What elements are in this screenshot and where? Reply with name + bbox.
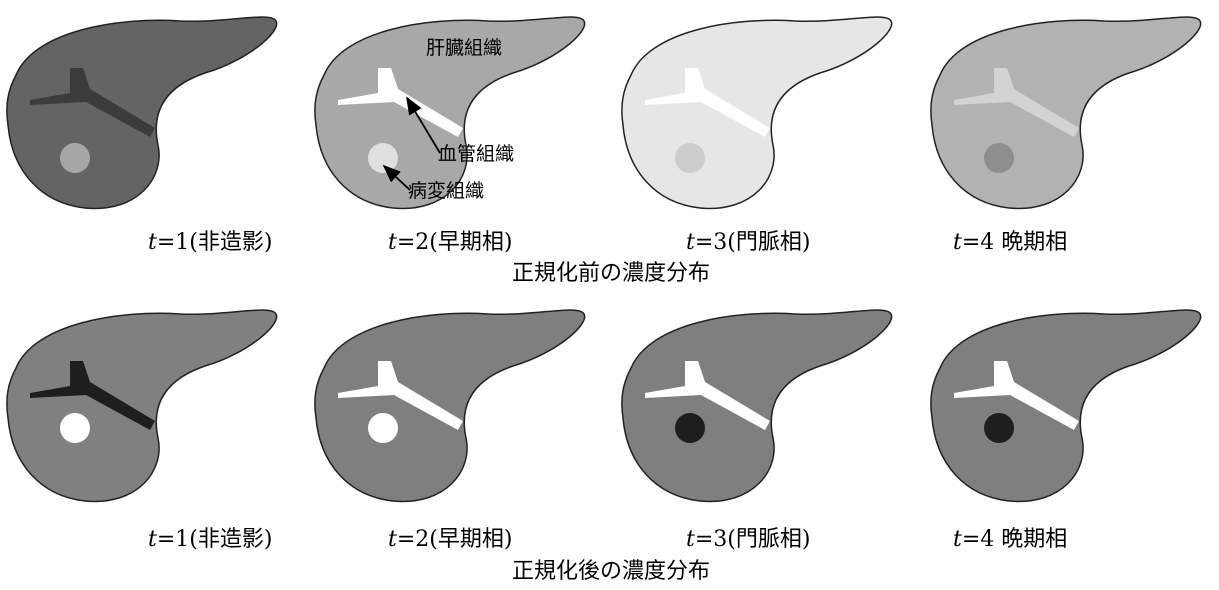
liver-panel-r2-2 <box>308 298 608 513</box>
liver-shape <box>315 310 585 501</box>
liver-shape <box>931 310 1201 501</box>
lesion-shape <box>60 143 90 173</box>
liver-panel-r1-4 <box>924 5 1219 220</box>
lesion-shape <box>675 143 705 173</box>
annotation-vessel-tissue: 血管組織 <box>438 144 514 164</box>
caption-r1-1: t=1(非造影) <box>148 231 272 255</box>
liver-panel-r1-1 <box>0 5 300 220</box>
lesion-shape <box>368 143 398 173</box>
liver-panel-r2-4 <box>924 298 1219 513</box>
lesion-shape <box>675 413 705 443</box>
liver-shape <box>7 310 277 501</box>
section-title-before: 正規化前の濃度分布 <box>411 262 811 286</box>
caption-r1-4: t=4 晩期相 <box>953 231 1067 255</box>
annotation-liver-tissue: 肝臓組織 <box>426 38 502 58</box>
liver-shape <box>622 310 892 501</box>
lesion-shape <box>368 413 398 443</box>
annotation-lesion-tissue: 病変組織 <box>408 181 484 201</box>
lesion-shape <box>60 413 90 443</box>
liver-panel-r2-1 <box>0 298 300 513</box>
lesion-shape <box>984 143 1014 173</box>
liver-shape <box>622 17 892 208</box>
liver-panel-r1-3 <box>615 5 915 220</box>
liver-panel-r2-3 <box>615 298 915 513</box>
caption-r2-3: t=3(門脈相) <box>686 528 810 552</box>
section-title-after: 正規化後の濃度分布 <box>411 560 811 584</box>
lesion-shape <box>984 413 1014 443</box>
caption-r2-4: t=4 晩期相 <box>953 528 1067 552</box>
liver-shape <box>931 17 1201 208</box>
caption-r2-2: t=2(早期相) <box>388 528 512 552</box>
caption-r1-2: t=2(早期相) <box>388 231 512 255</box>
caption-r2-1: t=1(非造影) <box>148 528 272 552</box>
caption-r1-3: t=3(門脈相) <box>686 231 810 255</box>
liver-shape <box>7 17 277 208</box>
